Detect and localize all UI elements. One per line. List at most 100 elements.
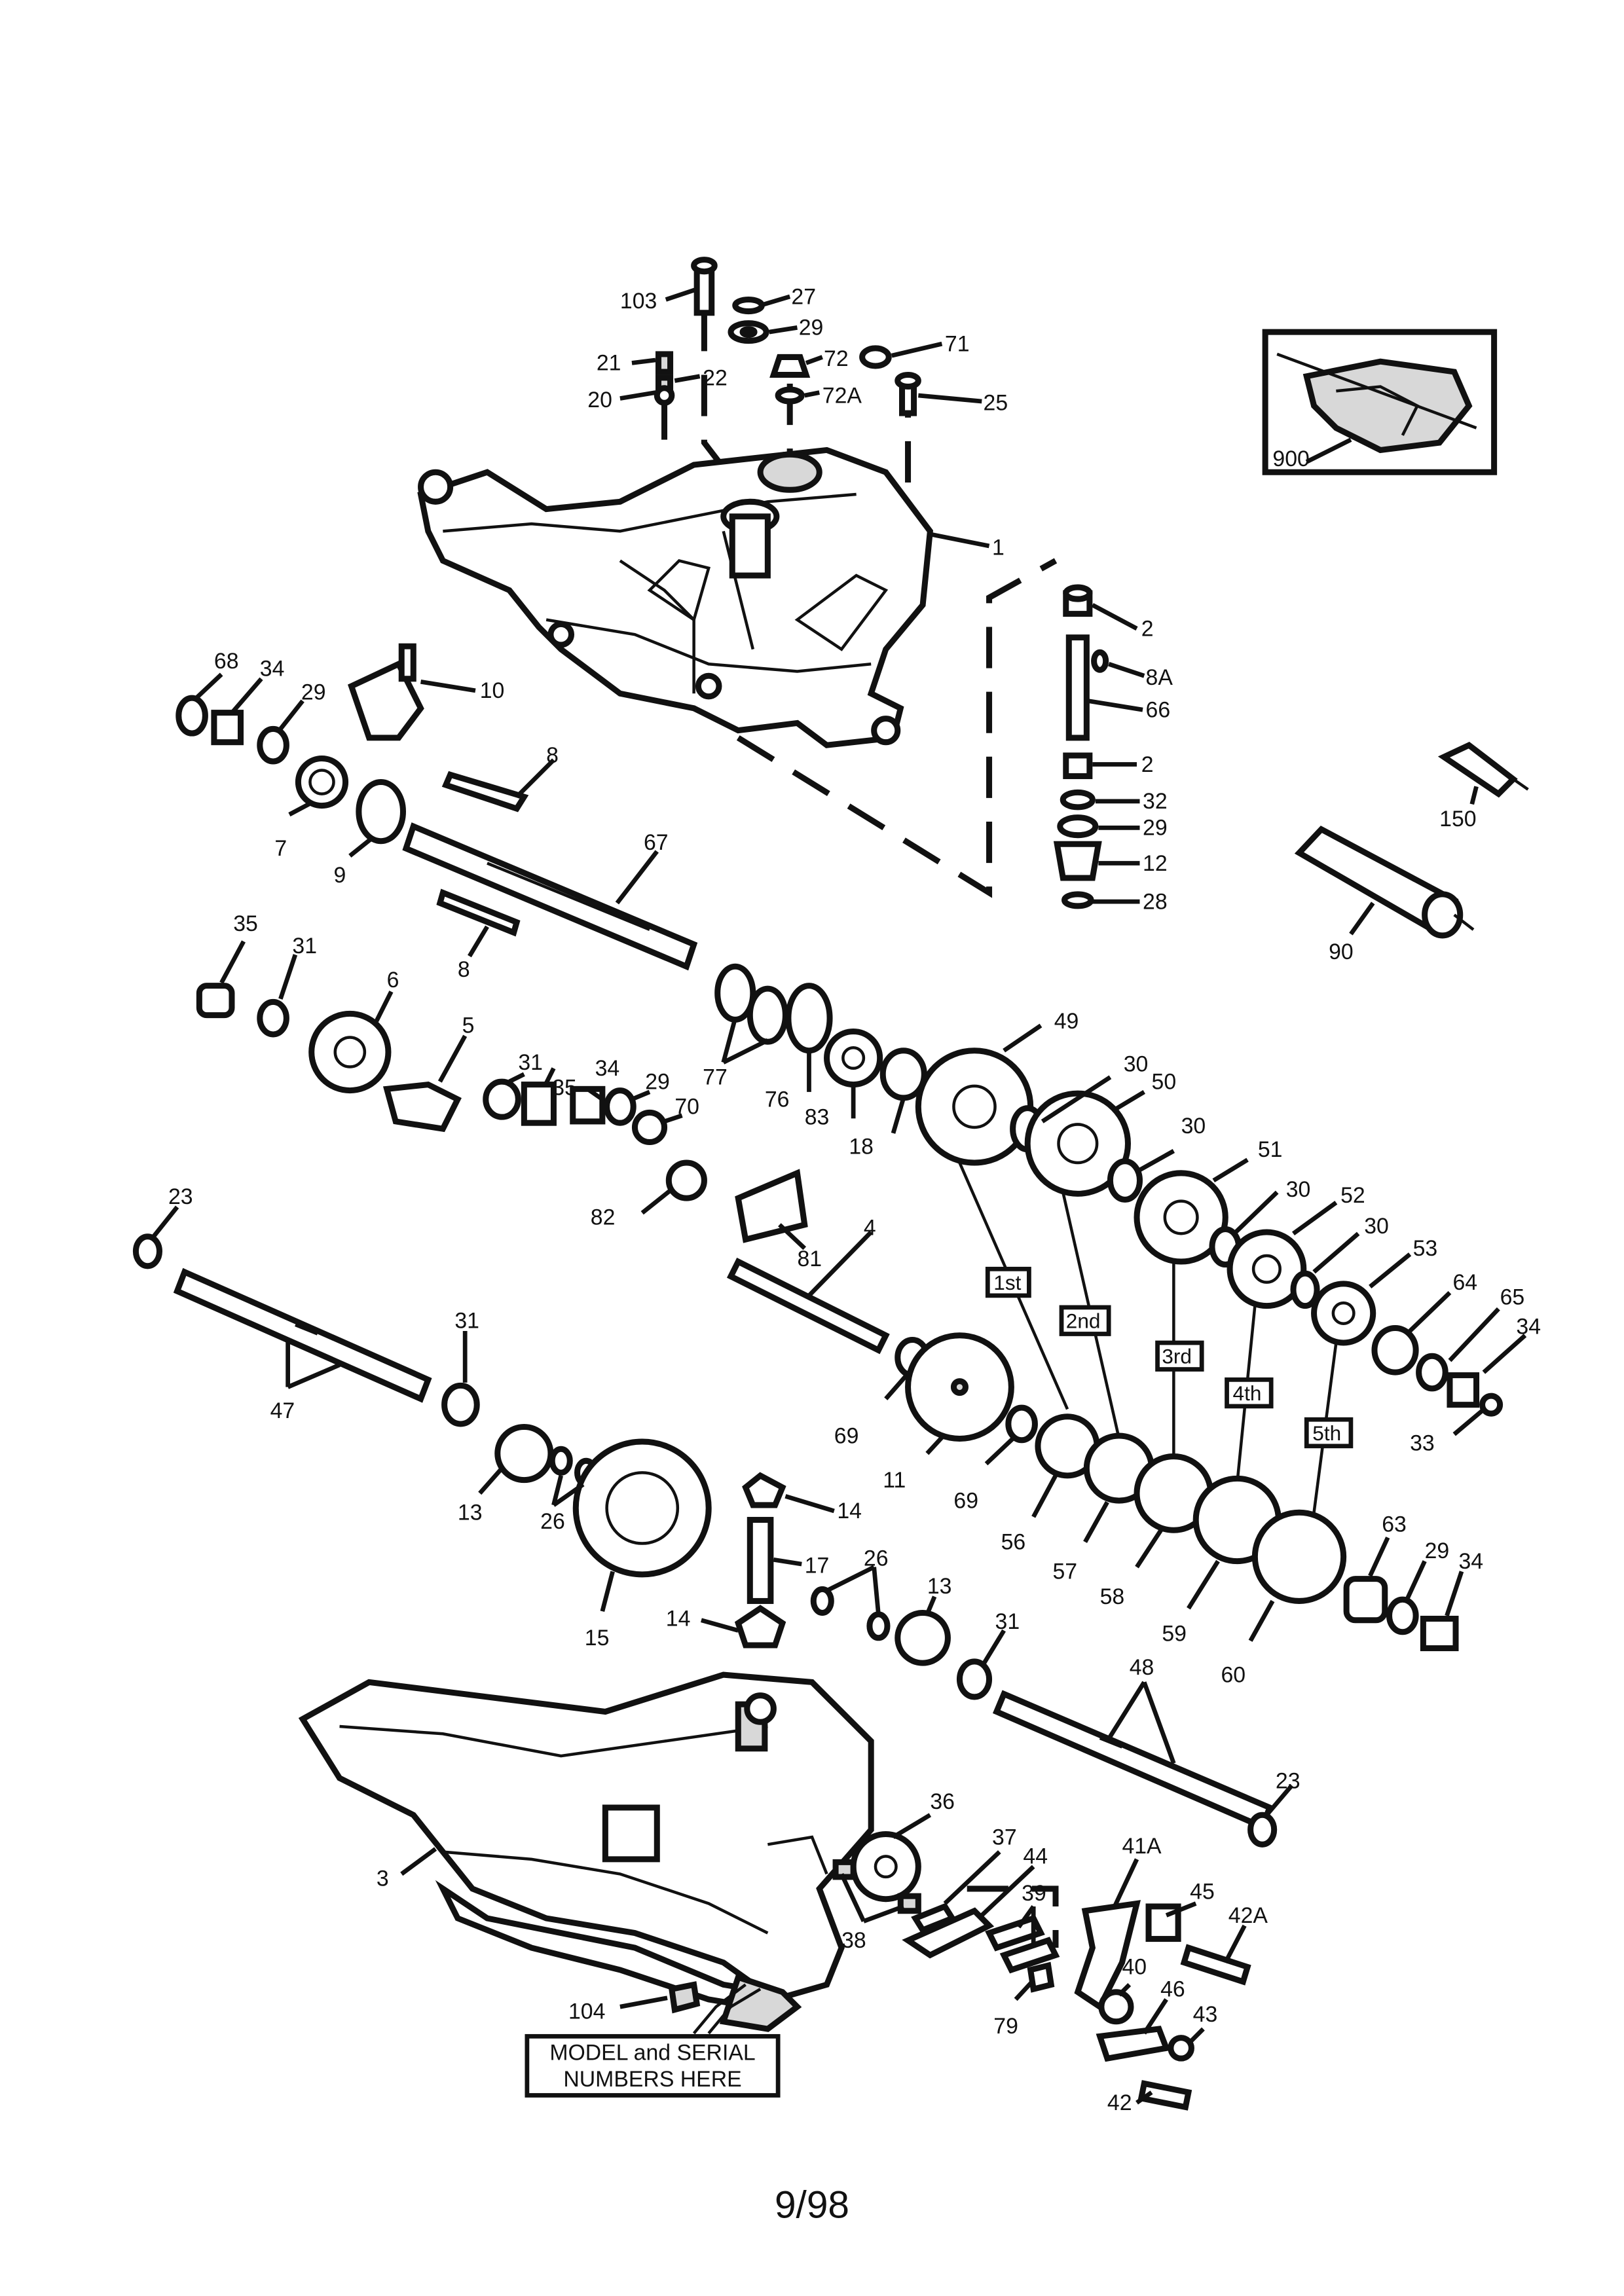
gear-stack-upper	[915, 1048, 1504, 1417]
washer-65-part	[1416, 1353, 1449, 1392]
grease-tube-150	[1437, 741, 1529, 798]
washer-31a-part	[257, 998, 289, 1038]
callout-15: 15	[585, 1626, 610, 1650]
pin-17-part	[747, 1516, 774, 1604]
callout-58: 58	[1100, 1584, 1125, 1609]
callout-12: 12	[1143, 851, 1168, 876]
part-callouts: 103 27 29 21 22 72 71 20 72A 25 1 900 2 …	[168, 284, 1541, 2115]
callout-57: 57	[1052, 1559, 1077, 1584]
washer-26b-part	[810, 1586, 834, 1616]
callout-50: 50	[1152, 1069, 1177, 1094]
callout-6: 6	[387, 968, 399, 993]
model-serial-note: MODEL and SERIAL NUMBERS HERE	[525, 1983, 781, 2098]
callout-7: 7	[274, 836, 287, 861]
gear-60-part	[1251, 1509, 1347, 1604]
callout-60: 60	[1221, 1662, 1246, 1687]
gear-15-part	[572, 1438, 712, 1578]
callout-53: 53	[1413, 1236, 1438, 1261]
shaft-4-part	[726, 1257, 890, 1355]
washer-28-part	[1061, 891, 1094, 909]
spacer-45-part	[1145, 1903, 1181, 1942]
bushing-34a-part	[211, 710, 244, 746]
pin-39a-part	[985, 1914, 1045, 1952]
callout-36: 36	[930, 1789, 955, 1814]
ring-72A-part	[775, 386, 805, 405]
callout-44: 44	[1023, 1844, 1048, 1869]
gear-13b-part	[895, 1609, 951, 1666]
callout-42A: 42A	[1228, 1903, 1268, 1928]
callout-2: 2	[1141, 616, 1154, 641]
callout-29: 29	[645, 1069, 670, 1094]
cap-71-part	[859, 345, 892, 369]
bushing-64-part	[1371, 1324, 1419, 1376]
callout-26: 26	[540, 1509, 565, 1534]
callout-65: 65	[1500, 1285, 1525, 1309]
callout-52: 52	[1340, 1183, 1365, 1208]
bushing-9-part	[356, 779, 406, 845]
gear-49-part	[915, 1048, 1034, 1166]
washer-27-part	[732, 297, 765, 315]
callout-11: 11	[883, 1468, 906, 1493]
washer-31b-part	[483, 1078, 521, 1120]
pulley-36-part	[850, 1831, 921, 1903]
callout-83: 83	[805, 1104, 830, 1129]
bushing-34c-part	[1447, 1372, 1480, 1408]
lower-left-parts	[132, 1233, 1278, 1848]
gear-52-part	[1227, 1229, 1307, 1309]
callout-34: 34	[1516, 1314, 1541, 1339]
bracket-parts	[668, 1831, 1251, 2111]
ring-33-part	[1479, 1393, 1504, 1417]
callout-14: 14	[837, 1499, 862, 1523]
bushing-63-part	[1343, 1576, 1388, 1624]
callout-34: 34	[1458, 1549, 1483, 1574]
cylinder-90	[1294, 826, 1475, 939]
callout-43: 43	[1193, 2002, 1218, 2027]
washer-30b-part	[1107, 1158, 1143, 1203]
tag-4th: 4th	[1233, 1381, 1262, 1405]
bushing-34d-part	[1420, 1615, 1459, 1652]
washer-76-part	[785, 983, 833, 1054]
callout-72: 72	[824, 346, 849, 371]
tag-2nd: 2nd	[1066, 1309, 1101, 1332]
callout-76: 76	[765, 1087, 790, 1112]
callout-48: 48	[1130, 1655, 1154, 1680]
washer-29d-part	[604, 1087, 637, 1126]
callout-69: 69	[953, 1488, 978, 1513]
callout-103: 103	[620, 289, 657, 314]
callout-29: 29	[301, 680, 326, 704]
bolt-42-part	[1137, 2080, 1192, 2111]
callout-69: 69	[834, 1423, 859, 1448]
callout-27: 27	[791, 284, 816, 309]
ball-20-part	[654, 385, 675, 406]
bushing-68-part	[175, 695, 208, 737]
callout-59: 59	[1162, 1621, 1187, 1646]
callout-29: 29	[1425, 1539, 1450, 1563]
bushing-2b-part	[1063, 752, 1093, 780]
pin-21-part	[655, 351, 674, 375]
plug-72-part	[769, 354, 811, 378]
callout-32: 32	[1143, 789, 1168, 814]
washer-29c-part	[257, 725, 289, 765]
callout-42: 42	[1107, 2090, 1132, 2115]
bearing-38b-part	[897, 1893, 921, 1914]
callout-4: 4	[864, 1215, 876, 1240]
callout-18: 18	[849, 1135, 874, 1159]
washer-31c-part	[441, 1382, 480, 1427]
bushing-35b-part	[521, 1082, 557, 1126]
callout-17: 17	[805, 1554, 830, 1578]
middle-parts	[714, 963, 927, 1101]
callout-68: 68	[214, 649, 239, 674]
callout-67: 67	[644, 830, 669, 855]
ring-23a-part	[132, 1233, 162, 1269]
washer-29e-part	[1386, 1596, 1419, 1635]
callout-14: 14	[666, 1607, 691, 1631]
callout-25: 25	[984, 391, 1008, 416]
top-small-parts	[654, 257, 921, 416]
ring-77b-part	[747, 985, 788, 1045]
key-8b-part	[436, 888, 521, 937]
callout-31: 31	[454, 1308, 479, 1333]
page-number: 9/98	[775, 2184, 849, 2227]
washer-30d-part	[1290, 1270, 1320, 1309]
callout-23: 23	[168, 1184, 193, 1209]
